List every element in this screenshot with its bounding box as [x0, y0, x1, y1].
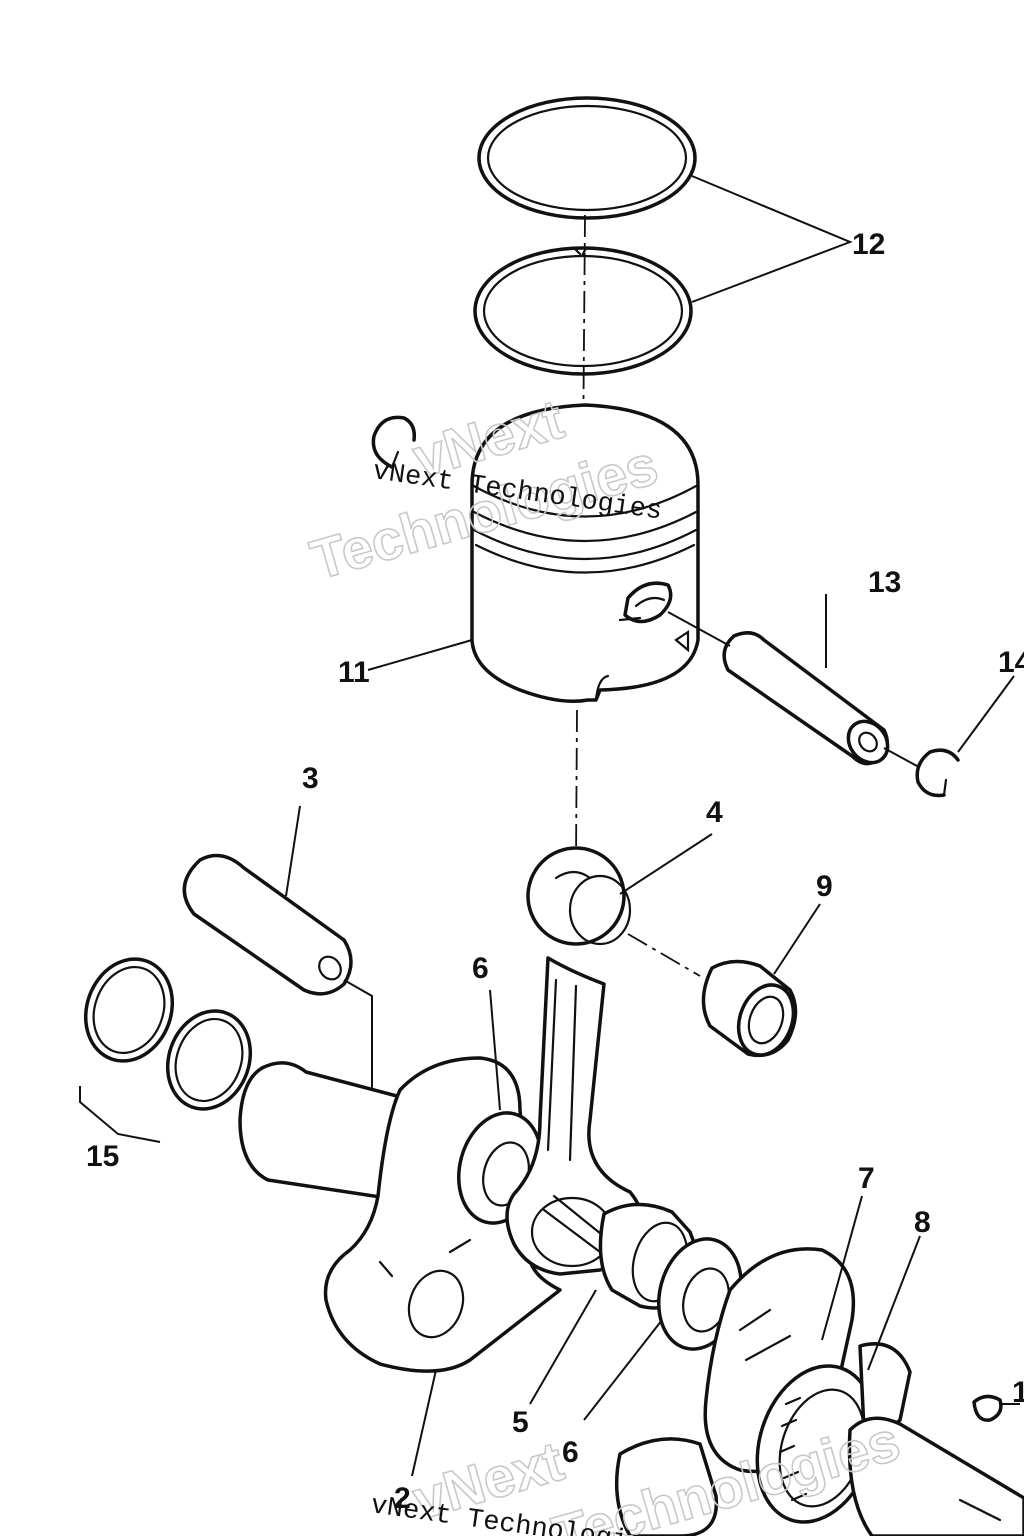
leader-lines — [285, 175, 1020, 1477]
crankshaft-lower-web — [614, 1437, 719, 1536]
callout-4: 4 — [706, 796, 723, 829]
piston — [470, 403, 700, 703]
callout-13: 13 — [868, 566, 901, 599]
piston-pin — [722, 631, 890, 766]
crankshaft-left-shaft — [238, 1061, 414, 1202]
callout-9: 9 — [816, 870, 833, 903]
bearing-axis — [627, 933, 701, 977]
shim-ring-inner — [165, 1009, 253, 1111]
connecting-rod — [505, 846, 644, 1276]
callout-12: 12 — [852, 228, 885, 261]
callout-14: 14 — [998, 646, 1024, 679]
crankshaft-right-shaft — [847, 1416, 1024, 1536]
callout-7: 7 — [858, 1162, 875, 1195]
circlip-right — [915, 748, 960, 798]
callout-6-upper: 6 — [472, 952, 489, 985]
callout-3: 3 — [302, 762, 319, 795]
callout-11: 11 — [338, 656, 370, 689]
shim-ring-outer — [83, 957, 175, 1063]
rod-axis — [575, 709, 578, 861]
circlip-left — [371, 415, 417, 469]
piston-ring-top — [477, 96, 697, 220]
shims-bracket — [79, 1086, 161, 1143]
callout-5: 5 — [512, 1406, 529, 1439]
callout-15: 15 — [86, 1140, 119, 1173]
crank-pin — [182, 853, 353, 996]
callout-8: 8 — [914, 1206, 931, 1239]
callout-6-lower: 6 — [562, 1436, 579, 1469]
main-bearing — [755, 1364, 877, 1524]
callout-2: 2 — [394, 1482, 411, 1515]
woodruff-key — [972, 1394, 1003, 1422]
callout-1: 1 — [1012, 1376, 1024, 1409]
needle-bearing — [701, 959, 798, 1058]
crank-pin-axis — [343, 979, 373, 1092]
piston-ring-second — [473, 246, 693, 376]
